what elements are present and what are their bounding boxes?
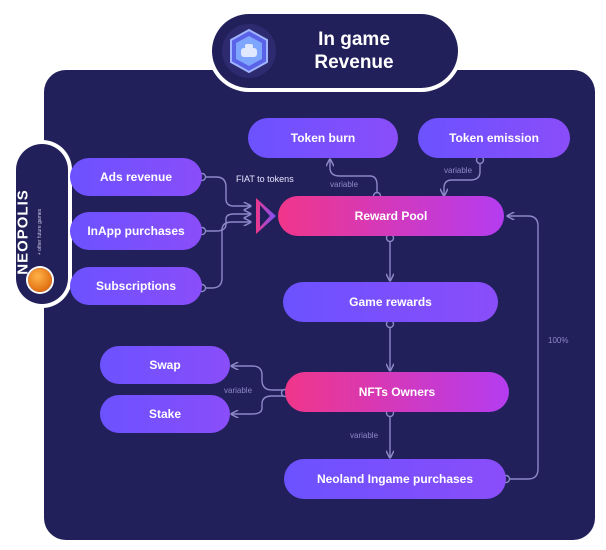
wire-pool-to-burn (330, 160, 378, 196)
node-swap[interactable]: Swap (100, 346, 230, 384)
node-reward-pool[interactable]: Reward Pool (278, 196, 504, 236)
neopolis-coin-icon (28, 268, 52, 292)
node-inapp-purchases[interactable]: InApp purchases (70, 212, 202, 250)
wire-emission-to-pool (444, 160, 481, 195)
wire-subs-to-pool (202, 222, 250, 289)
node-token-burn[interactable]: Token burn (248, 118, 398, 158)
hexagon-bot-icon (222, 24, 276, 78)
label-fiat-to-tokens: FIAT to tokens (236, 174, 294, 184)
node-nfts-owners[interactable]: NFTs Owners (285, 372, 509, 412)
label-hundred-percent: 100% (548, 336, 569, 345)
page-title: In game Revenue (314, 29, 394, 73)
wire-nfts-to-stake (232, 395, 285, 414)
wire-inapp-to-pool (202, 214, 250, 232)
wire-neoland-to-pool (506, 216, 539, 480)
label-variable-emission: variable (444, 166, 473, 175)
label-variable-swap-stake: variable (224, 386, 253, 395)
wire-nfts-to-swap (232, 366, 285, 391)
node-neoland-ingame-purchases[interactable]: Neoland Ingame purchases (284, 459, 506, 499)
node-game-rewards[interactable]: Game rewards (283, 282, 498, 322)
node-ads-revenue[interactable]: Ads revenue (70, 158, 202, 196)
wire-ads-to-pool (202, 176, 250, 206)
node-subscriptions[interactable]: Subscriptions (70, 267, 202, 305)
label-variable-neoland: variable (350, 431, 379, 440)
node-stake[interactable]: Stake (100, 395, 230, 433)
node-token-emission[interactable]: Token emission (418, 118, 570, 158)
brand-subtitle: + other future games (37, 208, 43, 256)
brand-name: NEOPOLIS (14, 189, 32, 275)
label-variable-burn: variable (330, 180, 359, 189)
